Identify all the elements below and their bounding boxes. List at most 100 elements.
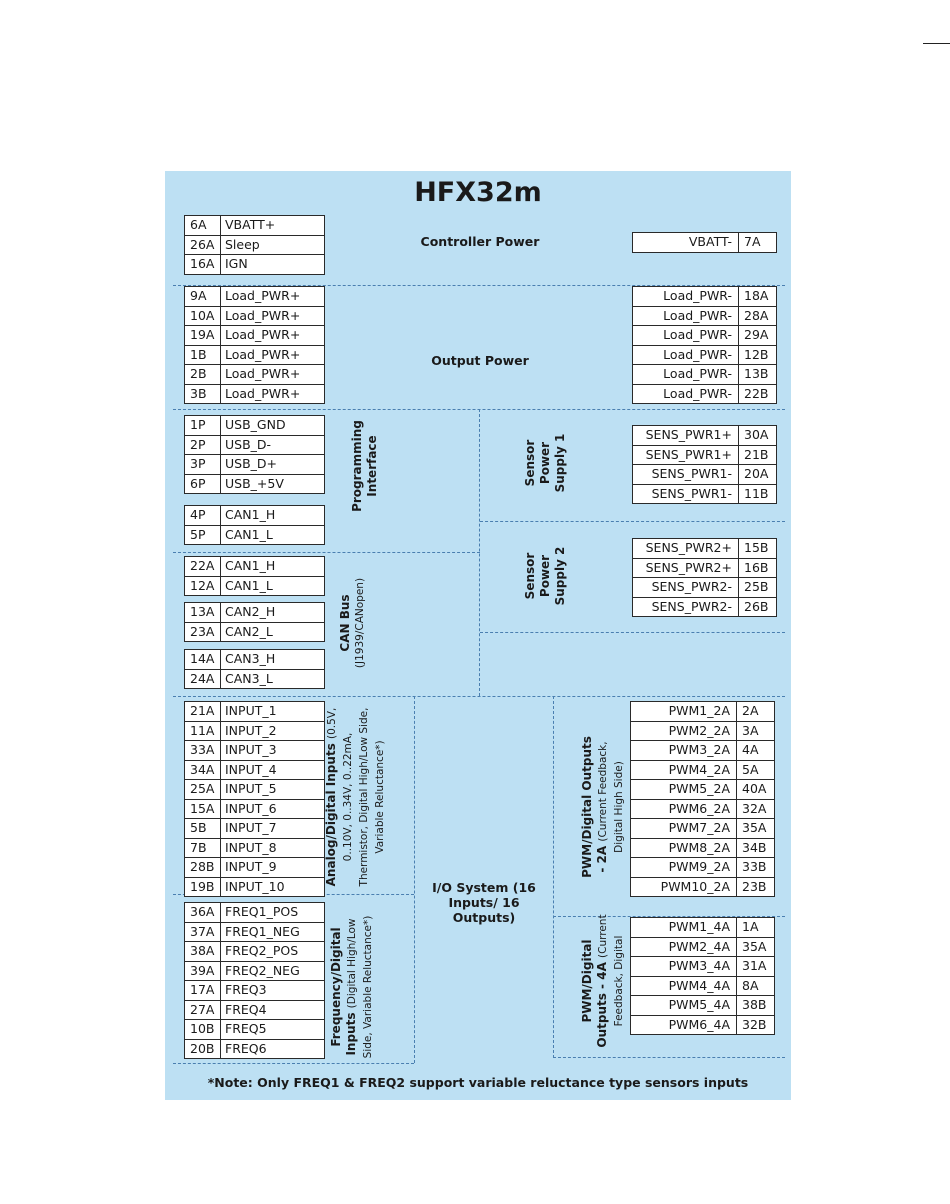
signal-name: SENS_PWR1+ [632,425,739,446]
signal-name: INPUT_10 [220,876,325,897]
signal-name: VBATT+ [220,215,325,236]
pin-number: 26B [738,596,777,617]
signal-name: PWM3_4A [630,956,737,977]
pin-number: 38B [736,995,775,1016]
signal-name: Load_PWR+ [220,344,325,365]
footnote: *Note: Only FREQ1 & FREQ2 support variab… [207,1075,749,1090]
signal-name: PWM9_2A [630,857,737,878]
pin-number: 9A [184,286,221,307]
signal-name: SENS_PWR1- [632,464,739,485]
can-bus-title: CAN Bus [338,594,352,652]
signal-name: Load_PWR+ [220,383,325,404]
signal-name: FREQ2_NEG [220,960,325,981]
pin-row: Load_PWR-28A [632,305,777,326]
pin-number: 5A [736,759,775,780]
pin-number: 6A [184,215,221,236]
signal-name: FREQ5 [220,1019,325,1040]
signal-name: INPUT_4 [220,759,325,780]
pwm-2a-subtitle: (Current Feedback, Digital High Side) [597,741,625,853]
pin-number: 35A [736,936,775,957]
output-power-label: Output Power [431,353,529,368]
pin-number: 13A [184,602,221,623]
pin-number: 4P [184,505,221,526]
signal-name: Load_PWR+ [220,286,325,307]
signal-name: IGN [220,254,325,275]
pin-row: Load_PWR-13B [632,364,777,385]
signal-name: Load_PWR+ [220,364,325,385]
pin-row: SENS_PWR1-20A [632,464,777,485]
pin-row: SENS_PWR2-25B [632,577,777,598]
diagram-title: HFX32m [414,177,542,208]
can-bus-label: CAN Bus (J1939/CANopen) [338,568,372,678]
signal-name: CAN3_L [220,668,325,689]
signal-name: SENS_PWR2- [632,596,739,617]
pin-number: 5B [184,818,221,839]
pin-number: 7A [738,232,777,253]
pin-number: 11A [184,720,221,741]
signal-name: PWM2_4A [630,936,737,957]
pin-number: 31A [736,956,775,977]
separator-sensor2 [480,632,785,633]
signal-name: Sleep [220,234,325,255]
signal-name: PWM4_2A [630,759,737,780]
pin-row: SENS_PWR1-11B [632,483,777,504]
pin-number: 14A [184,649,221,670]
pin-number: 34B [736,837,775,858]
signal-name: INPUT_8 [220,837,325,858]
pin-number: 25B [738,577,777,598]
signal-name: Load_PWR- [632,305,739,326]
signal-name: FREQ2_POS [220,941,325,962]
pin-row: SENS_PWR2+15B [632,538,777,559]
signal-name: INPUT_7 [220,818,325,839]
signal-name: PWM6_2A [630,798,737,819]
signal-name: CAN2_H [220,602,325,623]
signal-name: SENS_PWR1+ [632,444,739,465]
pin-number: 1B [184,344,221,365]
signal-name: SENS_PWR2+ [632,557,739,578]
pin-number: 21B [738,444,777,465]
pin-number: 6P [184,473,221,494]
pin-row: Load_PWR-12B [632,344,777,365]
pin-number: 15B [738,538,777,559]
pin-number: 33A [184,740,221,761]
divider-sensor [479,409,480,696]
signal-name: SENS_PWR1- [632,483,739,504]
signal-name: CAN1_H [220,556,325,577]
pin-number: 25A [184,779,221,800]
can-bus-subtitle: (J1939/CANopen) [354,577,366,669]
pin-number: 17A [184,980,221,1001]
signal-name: FREQ3 [220,980,325,1001]
pin-number: 12A [184,575,221,596]
signal-name: INPUT_1 [220,701,325,722]
controller-power-label: Controller Power [420,234,540,249]
pin-number: 23A [184,621,221,642]
signal-name: FREQ6 [220,1038,325,1059]
pin-number: 7B [184,837,221,858]
signal-name: Load_PWR- [632,286,739,307]
